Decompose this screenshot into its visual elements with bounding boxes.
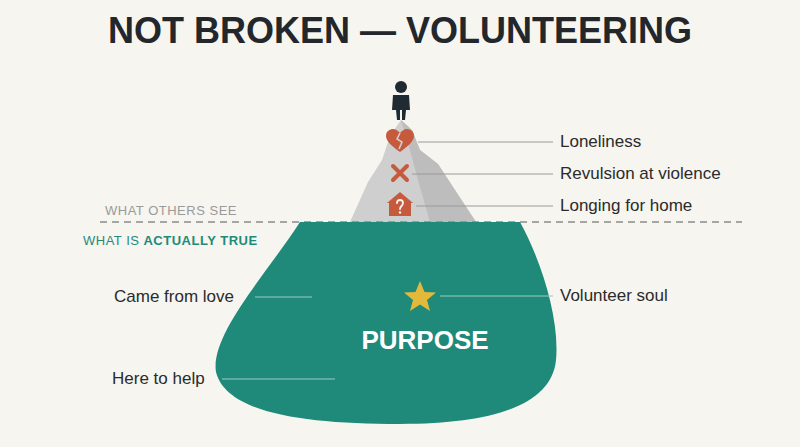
side-label: Here to help xyxy=(112,369,205,389)
zone-label: WHAT IS xyxy=(83,234,139,249)
iceberg-tip-shape xyxy=(350,120,476,222)
broken-heart-icon xyxy=(386,129,414,152)
leader-lines-bottom xyxy=(222,296,553,379)
side-label: Volunteer soul xyxy=(560,286,668,306)
zone-label-emphasis: ACTUALLY TRUE xyxy=(143,234,257,249)
title: NOT BROKEN — VOLUNTEERING xyxy=(108,10,692,51)
side-label: Revulsion at violence xyxy=(560,164,721,184)
iceberg-body-shape xyxy=(200,218,570,430)
star-icon xyxy=(404,281,436,311)
side-label: Loneliness xyxy=(560,132,641,152)
house-icon xyxy=(387,192,413,216)
x-icon xyxy=(393,166,407,180)
leader-lines-top xyxy=(412,142,553,206)
iceberg-body: PURPOSE xyxy=(200,218,570,430)
node-heading: PURPOSE xyxy=(361,326,488,356)
side-label: Longing for home xyxy=(560,196,692,216)
zone-label: WHAT OTHERS SEE xyxy=(105,204,237,219)
side-label: Came from love xyxy=(114,287,234,307)
person-figure xyxy=(392,81,410,120)
